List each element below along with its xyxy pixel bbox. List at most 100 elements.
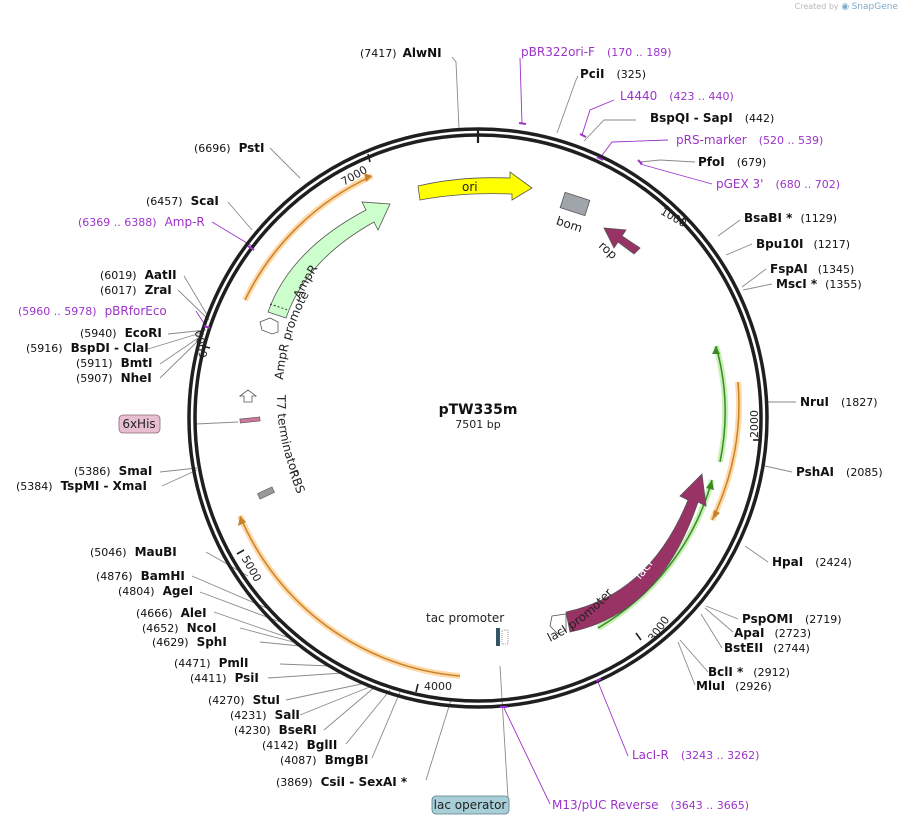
site-msci: MscI *(1355): [776, 277, 862, 291]
leader-nhei: [159, 335, 204, 379]
site-maubi: (5046)MauBI: [90, 545, 177, 559]
site-bpu10i: Bpu10I(1217): [756, 237, 850, 251]
feature-ampr-promoter-arrow: [259, 317, 279, 335]
feature-t7-terminator-icon: [238, 389, 258, 403]
tick-6000: [201, 345, 211, 349]
primer-mark-l4440: [579, 133, 587, 138]
site-bglii: (4142)BglII: [262, 738, 337, 752]
tick-7000: [367, 153, 371, 163]
tick-4000: [415, 683, 419, 693]
primer-mark-pbr322ori: [518, 122, 527, 125]
leader-mlui: [677, 641, 696, 686]
leader-bcli: [679, 639, 709, 673]
leader-tspmi: [161, 469, 198, 487]
site-zrai: (6017)ZraI: [100, 283, 172, 297]
site-bspdi: (5916)BspDI - ClaI: [26, 341, 149, 355]
primer-leader-prsmarker: [599, 139, 669, 159]
leader-scai: [227, 201, 253, 231]
primer-leader-l4440: [581, 99, 615, 136]
leader-bglii: [345, 689, 391, 745]
leader-bsteii: [700, 613, 723, 649]
credit-brand: SnapGene: [851, 2, 898, 12]
leader-bspqi: [583, 119, 636, 142]
leader-pshai: [764, 465, 793, 473]
primer-pgex3: pGEX 3'(680 .. 702): [716, 177, 840, 191]
leader-lacop: [499, 665, 509, 799]
credit-prefix: Created by: [794, 2, 839, 11]
primer-mark-ampr: [247, 245, 255, 251]
primer-m13-puc-reverse: M13/pUC Reverse(3643 .. 3665): [552, 798, 749, 812]
site-fspai: FspAI(1345): [770, 262, 854, 276]
leader-apai: [704, 607, 734, 633]
primer-prs-marker: pRS-marker(520 .. 539): [676, 133, 823, 147]
arc-orange-bottom-left: [237, 514, 461, 679]
feature-laci-promoter-arrow: [549, 613, 567, 635]
site-csii: (3869)CsiI - SexAI *: [276, 775, 408, 789]
site-labels: (7417)AlwNI PciI(325) BspQI - SapI(442) …: [16, 46, 883, 789]
primer-leader-pgex: [639, 163, 713, 185]
site-pfoi: PfoI(679): [698, 155, 766, 169]
feature-ori-label: ori: [462, 180, 478, 194]
primer-leader-ampr: [211, 221, 253, 247]
scale-ticks: [201, 153, 761, 693]
feature-laci-arrow: [565, 473, 707, 633]
site-leader-lines: [147, 56, 796, 799]
site-bspqi: BspQI - SapI(442): [650, 111, 774, 125]
feature-6xhis-mark: [239, 416, 261, 424]
leader-stui: [285, 682, 367, 701]
plasmid-name: pTW335m: [439, 402, 518, 418]
tick-label-4000: 4000: [424, 680, 452, 693]
site-pspomi: PspOMI(2719): [742, 612, 842, 626]
leader-smai: [159, 467, 198, 473]
primer-markers: [203, 122, 643, 708]
site-apai: ApaI(2723): [734, 626, 811, 640]
tick-label-1000: 1000: [658, 205, 689, 230]
leader-bmgbi: [371, 691, 401, 759]
feature-rbs-mark: [257, 486, 275, 500]
leader-pcii: [556, 75, 579, 134]
site-ncoi: (4652)NcoI: [142, 621, 216, 635]
arc-orange-top-left-core: [244, 175, 373, 301]
arc-orange-bottom-left-core: [239, 515, 461, 677]
primer-laci-r: LacI-R(3243 .. 3262): [632, 748, 759, 762]
site-bcli: BclI *(2912): [708, 665, 790, 679]
feature-t7-terminator-label: T7 terminator: [274, 394, 303, 477]
primer-leader-m13: [503, 707, 551, 805]
site-psii: (4411)PsiI: [190, 671, 259, 685]
snapgene-credit: Created by ◉ SnapGene: [795, 2, 898, 12]
leader-bseri: [323, 685, 377, 731]
site-hpai: HpaI(2424): [772, 555, 852, 569]
his-tag-label: 6xHis: [122, 417, 155, 431]
leader-pfoi: [639, 159, 696, 163]
feature-ampr-arrow: [267, 201, 391, 319]
arc-arrow-green-bottom: [706, 480, 714, 490]
site-nrui: NruI(1827): [800, 395, 878, 409]
site-psti: (6696)PstI: [194, 141, 265, 155]
primer-labels: pBR322ori-F(170 .. 189) L4440(423 .. 440…: [18, 45, 840, 812]
arc-arrow-top-left: [364, 173, 372, 182]
primer-amp-r: (6369 .. 6388)Amp-R: [78, 215, 205, 229]
site-bsteii: BstEII(2744): [724, 641, 810, 655]
leader-sali: [299, 685, 373, 716]
leader-bmti: [159, 333, 205, 365]
site-agei: (4804)AgeI: [118, 584, 193, 598]
primer-mark-laci-r: [595, 678, 602, 682]
site-mlui: MluI(2926): [696, 679, 772, 693]
feature-bom-label: bom: [554, 214, 584, 236]
his-tag-box: [118, 414, 161, 434]
arc-green-right-core: [715, 345, 726, 463]
leader-bpu10i: [725, 243, 753, 256]
feature-rbs-label: RBS: [286, 468, 307, 495]
leader-sphi: [259, 641, 301, 647]
leader-fspai: [741, 268, 767, 288]
leader-pmli: [279, 663, 331, 667]
leader-csii: [425, 699, 452, 781]
site-aatii: (6019)AatII: [100, 268, 177, 282]
leader-msci: [742, 283, 773, 291]
primer-pbr322ori-f: pBR322ori-F(170 .. 189): [521, 45, 672, 59]
arc-arrow-right: [712, 510, 720, 520]
feature-tac-promoter-label: tac promoter: [426, 611, 504, 625]
site-smai: (5386)SmaI: [74, 464, 152, 478]
leader-ecori: [167, 329, 207, 335]
